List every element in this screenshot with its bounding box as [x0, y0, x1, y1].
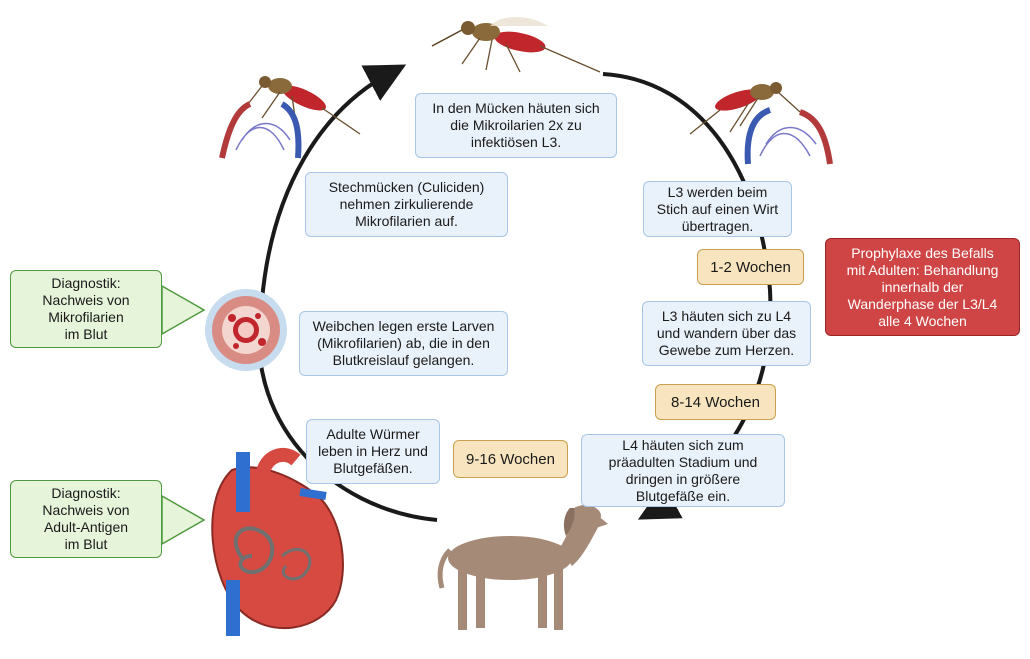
step-l3-to-l4: L3 häuten sich zu L4 und wandern über da… [642, 301, 811, 366]
step-adult-worms: Adulte Würmer leben in Herz und Blutgefä… [306, 419, 440, 484]
dog-icon [437, 505, 608, 630]
step-mosquito-uptake: Stechmücken (Culiciden) nehmen zirkulier… [305, 172, 508, 237]
step-l4-preadult: L4 häuten sich zum präadulten Stadium un… [581, 434, 785, 507]
duration-1-2-weeks: 1-2 Wochen [697, 249, 804, 285]
duration-8-14-weeks: 8-14 Wochen [655, 384, 776, 420]
prophylaxis-note: Prophylaxe des Befalls mit Adulten: Beha… [825, 238, 1020, 336]
diagnostic-adult-antigen: Diagnostik: Nachweis von Adult-Antigen i… [10, 480, 162, 558]
step-mosquito-molt: In den Mücken häuten sich die Mikroilari… [415, 93, 617, 158]
diagnostic-pointer-icon [161, 284, 206, 336]
diagnostic-microfilariae: Diagnostik: Nachweis von Mikrofilarien i… [10, 270, 162, 348]
heart-with-worms-icon [211, 447, 344, 636]
mosquito-icon [431, 17, 601, 73]
mosquito-feeding-icon [219, 76, 361, 159]
blood-vessel-cross-section-icon [205, 289, 287, 371]
step-females-larvae: Weibchen legen erste Larven (Mikrofilari… [299, 311, 508, 376]
duration-9-16-weeks: 9-16 Wochen [453, 440, 568, 478]
diagnostic-pointer-icon [161, 494, 206, 546]
step-l3-transfer: L3 werden beim Stich auf einen Wirt über… [643, 181, 792, 237]
mosquito-biting-icon [689, 82, 833, 165]
